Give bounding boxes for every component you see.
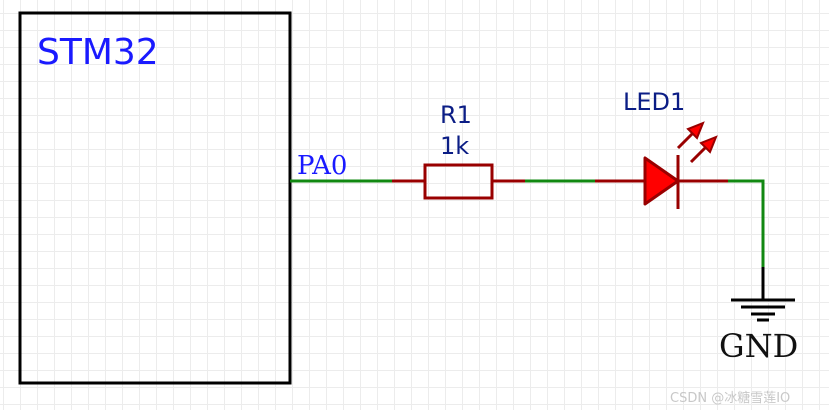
watermark: CSDN @冰糖雪莲IO (670, 391, 791, 406)
pin-label: PA0 (297, 151, 348, 181)
ground-label: GND (719, 327, 799, 365)
mcu-label: STM32 (37, 32, 159, 73)
resistor-value-label: 1k (440, 132, 470, 160)
resistor-body[interactable] (423, 163, 494, 200)
wire-led-gnd (728, 179, 765, 267)
light-arrow-head-1 (686, 121, 705, 140)
resistor-ref-label: R1 (440, 101, 472, 129)
light-arrow-head-2 (699, 135, 718, 154)
led-ref-label: LED1 (623, 88, 686, 116)
led-symbol[interactable] (595, 121, 728, 209)
ground-icon[interactable] (731, 267, 795, 322)
led-triangle-icon (643, 156, 680, 206)
mcu-body[interactable] (18, 11, 292, 385)
